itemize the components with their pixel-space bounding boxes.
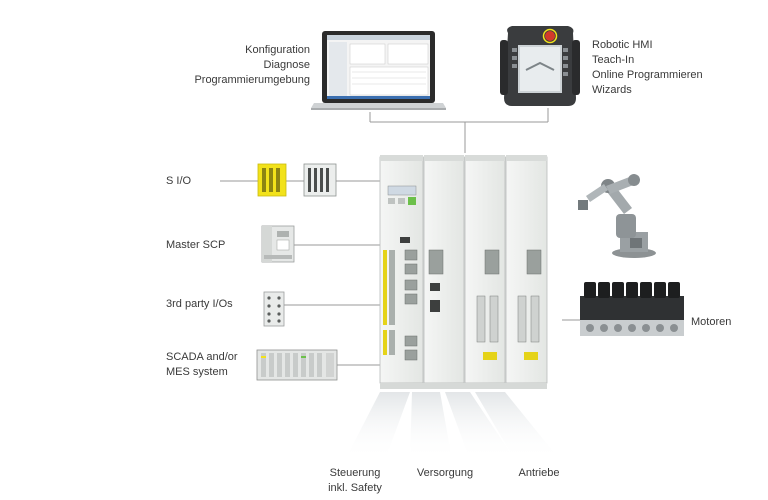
motors-illustration bbox=[580, 282, 684, 336]
label-third-party-io: 3rd party I/Os bbox=[166, 298, 233, 310]
label-scada-line2: MES system bbox=[166, 366, 228, 378]
label-diagnose: Diagnose bbox=[263, 59, 310, 71]
label-scada-line1: SCADA and/or bbox=[166, 351, 238, 363]
scada-rack-illustration bbox=[256, 349, 338, 381]
label-teach-in: Teach-In bbox=[592, 54, 635, 66]
master-scp-illustration bbox=[261, 225, 295, 263]
controller-illustration bbox=[379, 155, 548, 389]
label-steuerung: Steuerung inkl. Safety bbox=[310, 466, 400, 496]
label-wizards: Wizards bbox=[592, 84, 632, 96]
label-konfiguration: Konfiguration bbox=[245, 44, 310, 56]
label-antriebe: Antriebe bbox=[518, 467, 560, 479]
third-party-io-illustration bbox=[263, 291, 285, 327]
connector-lines bbox=[220, 108, 580, 366]
hmi-caption: Robotic HMI Teach-In Online Programmiere… bbox=[592, 38, 762, 98]
label-steuerung-line1: Steuerung bbox=[329, 467, 381, 479]
label-robotic-hmi: Robotic HMI bbox=[592, 39, 653, 51]
light-beams bbox=[345, 392, 560, 460]
label-master-scp: Master SCP bbox=[166, 239, 226, 251]
label-online-programmieren: Online Programmieren bbox=[592, 69, 703, 81]
robot-arm-illustration bbox=[578, 174, 656, 258]
laptop-illustration bbox=[311, 31, 446, 110]
laptop-caption: Konfiguration Diagnose Programmierumgebu… bbox=[150, 43, 310, 88]
label-motoren: Motoren bbox=[691, 316, 732, 328]
label-versorgung: Versorgung bbox=[416, 467, 474, 479]
hmi-pendant-illustration bbox=[500, 26, 580, 106]
label-scada: SCADA and/or MES system bbox=[166, 350, 238, 380]
label-programmierumgebung: Programmierumgebung bbox=[194, 74, 310, 86]
label-steuerung-line2: inkl. Safety bbox=[328, 482, 382, 494]
label-sio: S I/O bbox=[166, 175, 192, 187]
sio-modules-illustration bbox=[257, 163, 337, 197]
